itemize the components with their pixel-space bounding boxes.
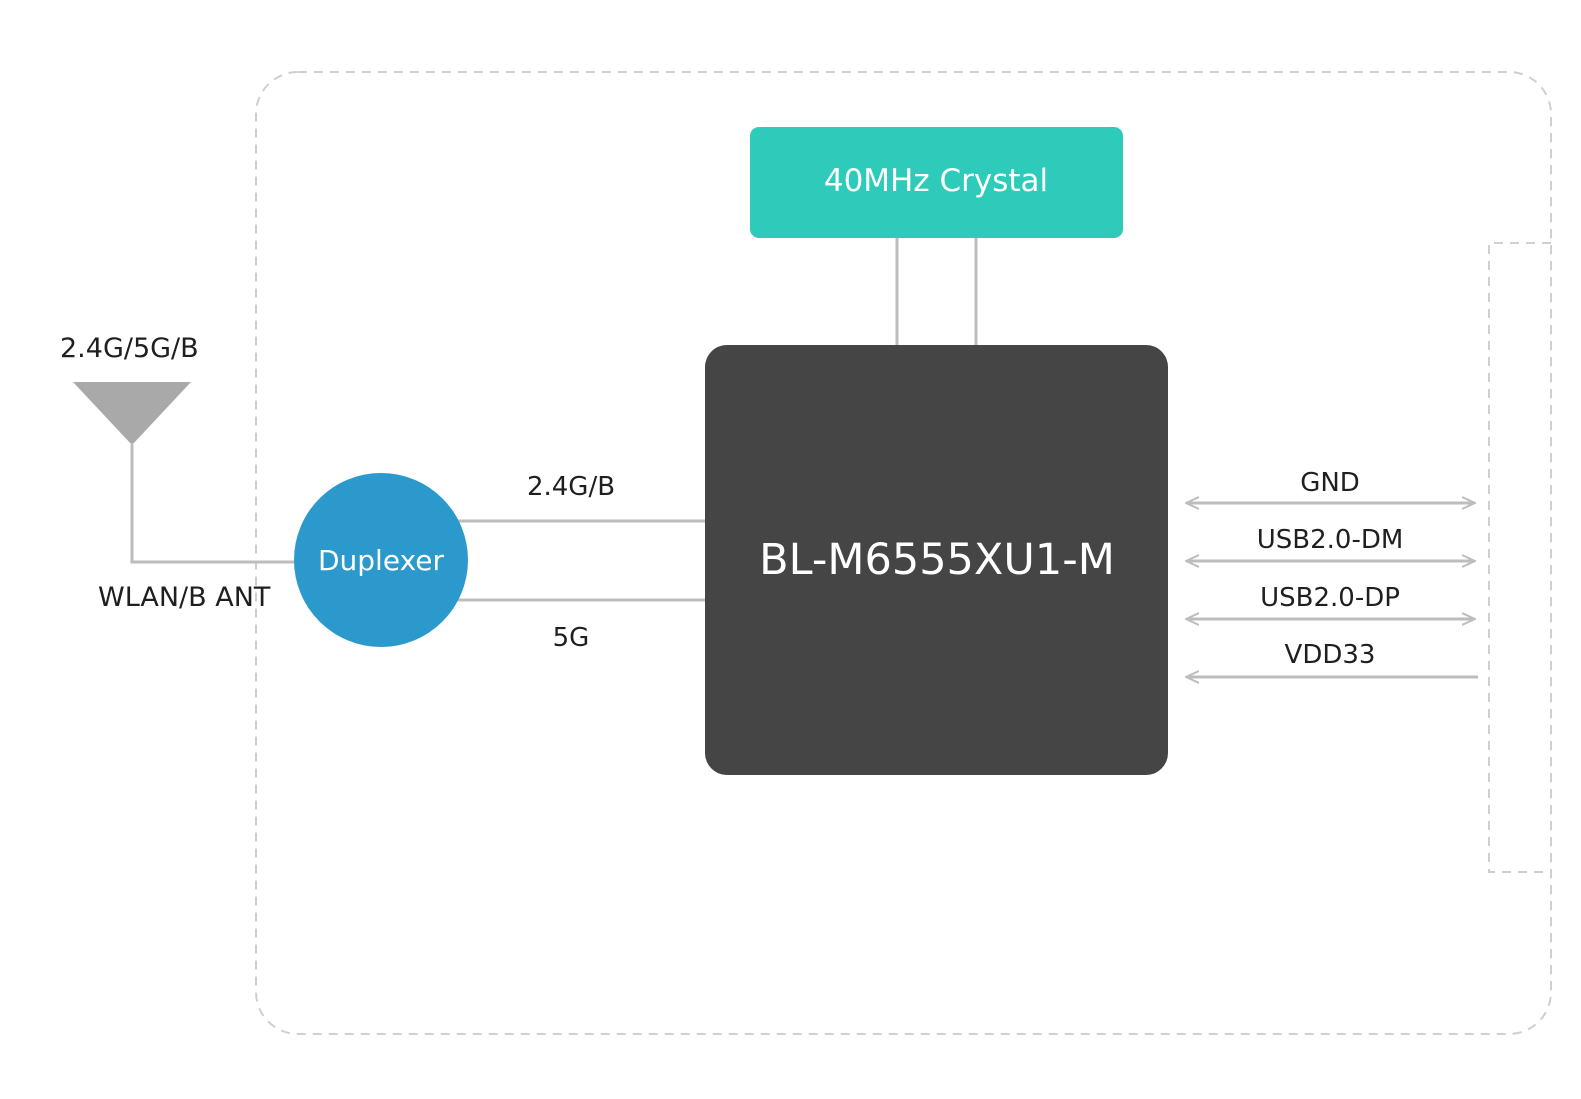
- duplexer-block: Duplexer: [294, 473, 468, 647]
- antenna-feed-line: [130, 443, 300, 564]
- crystal-label: 40MHz Crystal: [824, 163, 1048, 199]
- signal-gnd: GND: [1187, 468, 1474, 503]
- duplexer-label: Duplexer: [318, 544, 445, 577]
- signal-vdd33-label: VDD33: [1285, 640, 1376, 670]
- signal-usb-dp-label: USB2.0-DP: [1260, 583, 1400, 613]
- crystal-block: 40MHz Crystal: [750, 127, 1123, 238]
- chip-block: BL-M6555XU1-M: [705, 345, 1168, 775]
- chip-label: BL-M6555XU1-M: [759, 535, 1115, 585]
- signal-usb-dp: USB2.0-DP: [1187, 583, 1474, 619]
- rf-link-2g4-label: 2.4G/B: [527, 472, 615, 502]
- module-boundary: [255, 71, 1552, 1035]
- interface-connector-outline: [1488, 242, 1551, 873]
- rf-link-5g-label: 5G: [553, 623, 590, 653]
- interface-signals: GND USB2.0-DM USB2.0-DP VDD33: [1187, 468, 1478, 677]
- signal-vdd33: VDD33: [1187, 640, 1478, 677]
- antenna-band-label: 2.4G/5G/B: [60, 333, 199, 364]
- signal-usb-dm-label: USB2.0-DM: [1257, 525, 1404, 555]
- signal-gnd-label: GND: [1300, 468, 1360, 498]
- antenna-port-label: WLAN/B ANT: [98, 582, 271, 613]
- antenna-icon: [73, 382, 191, 445]
- signal-usb-dm: USB2.0-DM: [1187, 525, 1474, 561]
- antenna: 2.4G/5G/B WLAN/B ANT: [60, 333, 300, 613]
